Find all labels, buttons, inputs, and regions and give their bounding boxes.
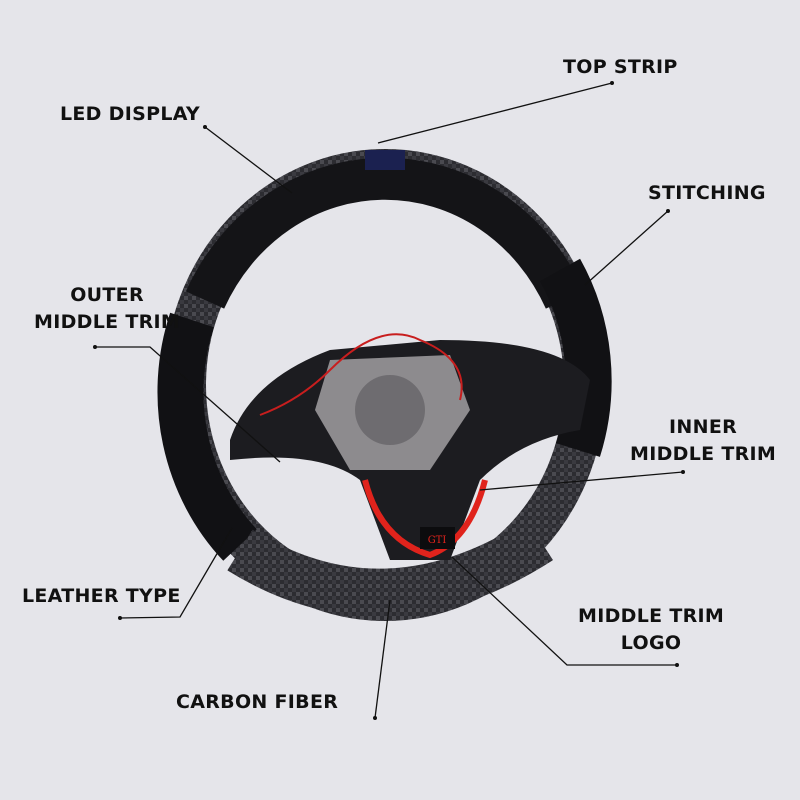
label-stitching: STITCHING [648, 182, 766, 204]
label-carbon-fiber: CARBON FIBER [176, 691, 339, 713]
label-led-display: LED DISPLAY [60, 103, 200, 125]
leader-outer-middle-trim [95, 346, 281, 463]
leader-middle-trim-logo [451, 556, 677, 666]
label-leather-type: LEATHER TYPE [22, 585, 181, 607]
logo-plate [420, 527, 455, 549]
red-wire [259, 333, 463, 416]
leather-grip-left [157, 312, 258, 561]
leather-grip-right [539, 258, 612, 457]
led-display [365, 150, 405, 170]
label-outer-middle-trim: OUTER MIDDLE TRIM [34, 282, 180, 336]
label-inner-middle-trim: INNER MIDDLE TRIM [630, 414, 776, 468]
label-line: MIDDLE TRIM [578, 605, 725, 627]
leader-inner-middle-trim [479, 471, 684, 491]
leader-top-strip [377, 82, 613, 144]
leader-lines [95, 82, 684, 719]
leader-leather-type [119, 527, 233, 619]
leader-stitching [584, 210, 669, 286]
inner-middle-trim [362, 479, 488, 559]
top-strip [185, 157, 585, 309]
hub-mechanism [355, 375, 425, 445]
label-line: OUTER [70, 284, 144, 306]
label-middle-trim-logo: MIDDLE TRIM LOGO [578, 603, 724, 657]
label-top-strip: TOP STRIP [563, 56, 678, 78]
bottom-carbon [227, 519, 554, 617]
label-line: MIDDLE TRIM [630, 443, 777, 465]
gti-logo: GTI [428, 535, 447, 546]
label-line: LOGO [620, 632, 682, 654]
label-line: MIDDLE TRIM [34, 311, 181, 333]
steering-wheel: GTI [157, 149, 612, 621]
leader-led-display [204, 126, 293, 194]
label-line: INNER [669, 416, 738, 438]
leader-carbon-fiber [374, 599, 391, 719]
leader-dots [93, 81, 685, 720]
